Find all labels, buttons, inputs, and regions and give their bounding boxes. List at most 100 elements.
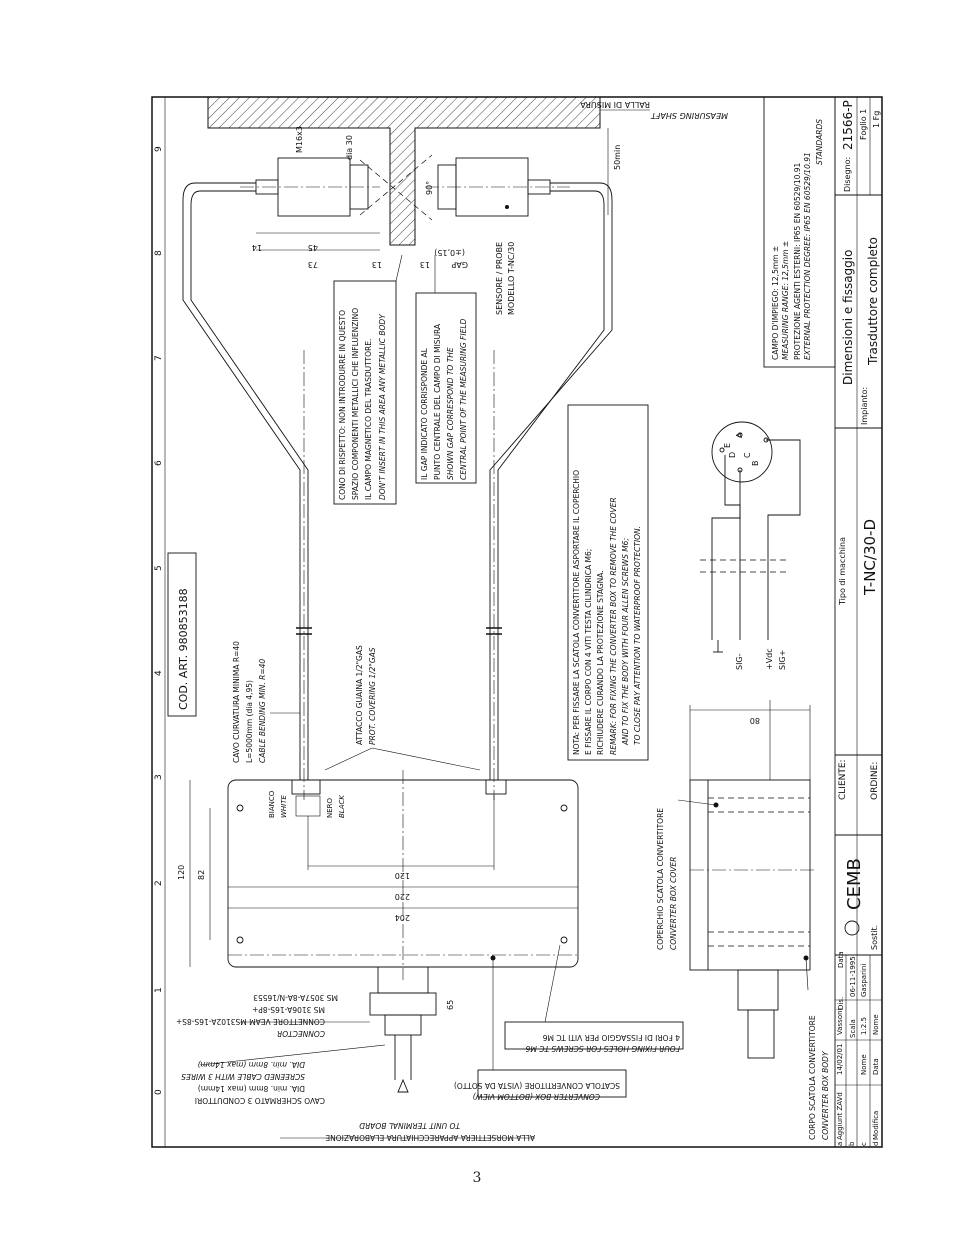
revision-col-nome: Nome: [872, 1014, 880, 1035]
grid-number: 2: [154, 880, 164, 886]
note-gap: IL GAP INDICATO CORRISPONDE AL PUNTO CEN…: [415, 255, 477, 484]
note-cone: CONO DI RISPETTO: NON INTRODURRE IN QUES…: [333, 254, 403, 505]
converter-box-side: 80 COPERCHIO SCATOLA CONVERTITORE CONVER…: [656, 700, 830, 1140]
pin-label: C: [743, 452, 752, 458]
order-label: ORDINE:: [870, 762, 880, 800]
box-dim: 204: [395, 913, 410, 922]
scale-label: Scala: [849, 1019, 857, 1038]
cod-art: COD. ART. 980853188: [177, 588, 190, 710]
sensor-left: [240, 154, 433, 221]
wire-black-it: NERO: [326, 797, 334, 818]
scale-value: 1:2.5: [860, 1017, 868, 1035]
sensor-cables: [182, 182, 613, 800]
cable-out-line: CAVO SCHERMATO 3 CONDUTTORI: [195, 1096, 325, 1105]
bottom-view-line: CONVERTER BOX (BOTTOM VIEW): [472, 1092, 600, 1101]
sensor-dimensions: M16x3 dia 30 14 45 73 13 13 GAP (±0,15) …: [252, 126, 516, 315]
box-dim: 220: [395, 892, 410, 901]
date-label: Data: [837, 951, 845, 968]
note-line: IL GAP INDICATO CORRISPONDE AL: [420, 347, 429, 480]
sensor-model: MODELLO T-NC/30: [507, 242, 516, 315]
cover-label: CONVERTER BOX COVER: [669, 857, 678, 950]
connector-line: MS 3106A-16S-8P+: [252, 1005, 325, 1014]
revision-col-modifica: Modifica: [872, 1111, 880, 1140]
bend-line: CABLE BENDING MIN. R=40: [258, 659, 267, 763]
note-line: NOTA: PER FISSARE LA SCATOLA CONVERTITOR…: [572, 470, 581, 755]
sensor-gap-tol: (±0,15): [434, 248, 465, 257]
signal-label: +Vdc: [765, 648, 774, 670]
plant-value: Trasduttore completo: [866, 237, 880, 366]
revision-added: Aggiunt ZAVd: [836, 1092, 844, 1140]
connector-pinout: A B C D E SIG- +Vdc SIG+: [700, 421, 801, 670]
terminal-line: TO UNIT TERMINAL BOARD: [359, 1121, 460, 1130]
spec-line: MEASURING RANGE: 12,5mm ±: [781, 241, 790, 360]
sensor-dia: dia 30: [345, 135, 354, 160]
fixing-hole: [236, 936, 244, 944]
box-dim: 120: [177, 865, 186, 880]
plant-label: Impianto:: [860, 387, 869, 425]
sensor-dim: 13: [420, 260, 430, 269]
note-line: TO CLOSE PAY ATTENTION TO WATERPROOF PRO…: [633, 526, 642, 745]
note-line: CONO DI RISPETTO: NON INTRODURRE IN QUES…: [338, 310, 347, 500]
pin-label: D: [728, 452, 737, 458]
grid-number: 0: [154, 1089, 164, 1095]
cone-angle: 90°: [425, 181, 434, 195]
converter-box-bottom: 120 82 220 204 120 65: [177, 770, 579, 1093]
sheet-of: 1 Fg: [872, 111, 881, 128]
revision-name: Vassoni: [836, 1008, 844, 1035]
pin-label: E: [723, 443, 732, 448]
bend-line: CAVO CURVATURA MINIMA R=40: [232, 641, 241, 763]
cable-notes: COD. ART. 980853188 CAVO CURVATURA MINIM…: [167, 552, 481, 818]
note-line: REMARK: FOR FIXING THE CONVERTER BOX TO …: [609, 497, 618, 755]
revision-letter: d: [872, 1142, 880, 1146]
machine-label: Tipo di macchina: [838, 537, 847, 606]
note-line: SHOWN GAP CORRESPOND TO THE: [446, 347, 455, 480]
grid-number: 4: [154, 670, 164, 676]
revision-col-data: Data: [872, 1058, 880, 1075]
sensor-label: SENSORE / PROBE: [495, 242, 504, 315]
drawing-label: Disegno:: [843, 157, 852, 192]
date-value: 06-11-1995: [849, 956, 857, 997]
sensor-gap: GAP: [451, 260, 468, 269]
cable-out-line: DIA. min. 8mm (max 14mm): [198, 1084, 305, 1093]
page-number: 3: [472, 1170, 482, 1186]
company-logo-text: CEMB: [844, 858, 865, 910]
signal-label: SIG+: [778, 650, 787, 670]
note-line: PUNTO CENTRALE DEL CAMPO DI MISURA: [433, 323, 442, 480]
sensor-right: [425, 157, 570, 217]
pin-label: B: [751, 461, 760, 467]
machine-value: T-NC/30-D: [861, 519, 879, 596]
wire-white-it: BIANCO: [268, 790, 276, 818]
grid-number: 3: [154, 774, 164, 780]
sensor-dim: 13: [372, 260, 382, 269]
grid-number: 7: [154, 355, 164, 361]
fixing-hole: [560, 804, 568, 812]
grid-number-row: 0 1 2 3 4 5 6 7 8 9: [154, 146, 164, 1095]
drawn-value: Gasparini: [860, 964, 868, 997]
substitutes-label: Sostit.: [870, 925, 879, 950]
holes-line: 4 FORI DI FISSAGGIO PER VITI TC M6: [543, 1033, 680, 1042]
box-dim: 120: [395, 871, 410, 880]
company-logo-mark: [844, 920, 860, 936]
note-line: AND TO FIX THE BODY WITH FOUR ALLEN SCRE…: [621, 538, 630, 746]
wire-black-en: BLACK: [338, 794, 346, 818]
note-line: IL CAMPO MAGNETICO DEL TRASDUTTORE.: [364, 339, 373, 500]
note-line: E FISSARE IL CORPO CON 4 VITI TESTA CILI…: [584, 549, 593, 755]
connector-line: CONNETTORE VEAM MS3102A-16S-8S+: [176, 1017, 325, 1026]
sheet-label: Foglio 1: [859, 109, 868, 140]
box-dim: 80: [750, 716, 760, 725]
client-label: CLIENTE:: [838, 759, 848, 800]
terminal-line: ALLA MORSETTIERA APPARECCHIATURA ELABORA…: [325, 1133, 535, 1142]
sensor-dim: 14: [252, 243, 262, 252]
fixing-hole: [236, 804, 244, 812]
drawn-label: Dis.: [837, 997, 845, 1010]
connector-line: MS 3057A-8A-N/16553: [253, 993, 338, 1002]
spec-line: CAMPO D'IMPIEGO: 12,5mm ±: [771, 246, 780, 360]
cable-out-line: SCREENED CABLE WITH 3 WIRES: [181, 1072, 305, 1081]
spec-line: STANDARDS: [815, 119, 824, 165]
pin-label: A: [735, 432, 744, 438]
drawing-title: Dimensioni e fissaggio: [841, 250, 855, 385]
shaft-label-en: MEASURING SHAFT: [650, 111, 728, 120]
shaft-label-it: RALLA DI MISURA: [580, 100, 650, 109]
sensor-thread: M16x3: [295, 126, 304, 153]
shaft-dim-50: 50min: [613, 145, 622, 170]
